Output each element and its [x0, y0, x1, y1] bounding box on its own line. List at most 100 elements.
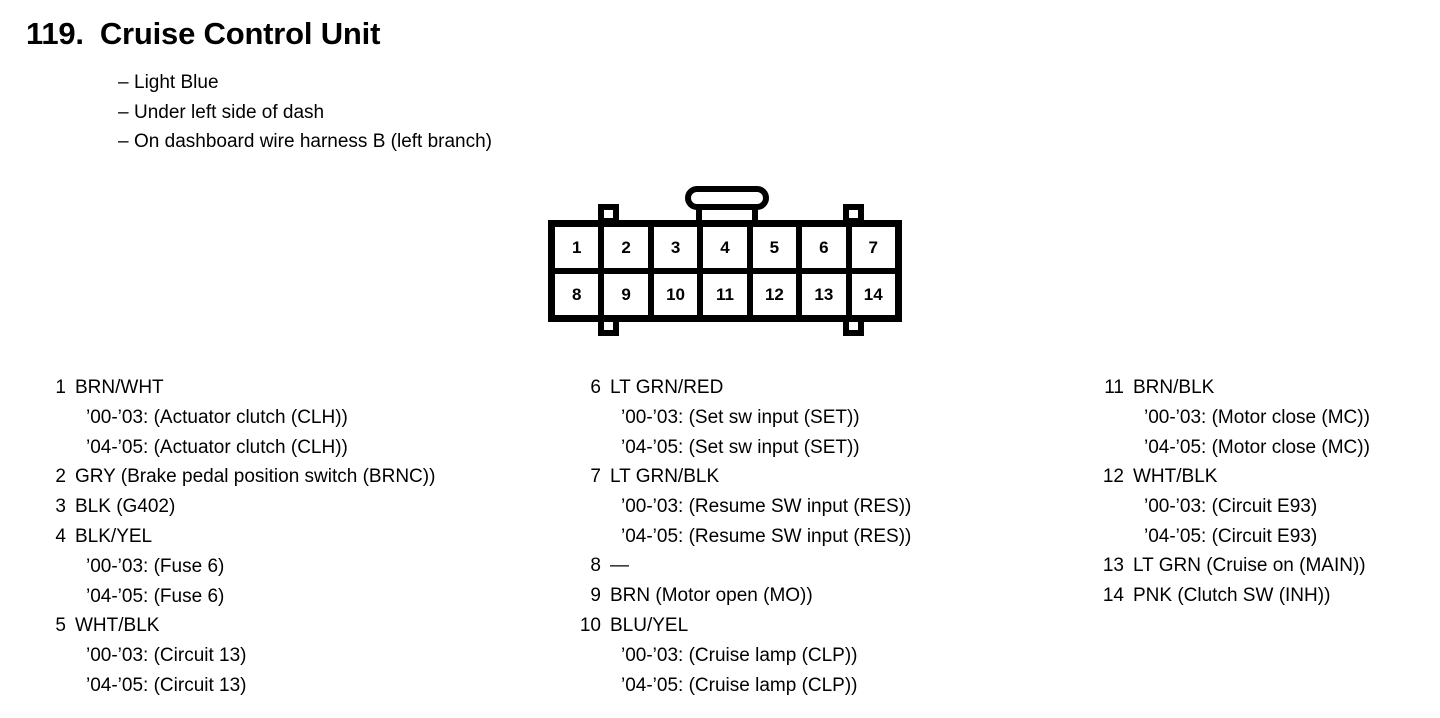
subtitle-dash: – [118, 101, 129, 123]
subtitle-item: –Light Blue [118, 68, 492, 98]
pin-number: 9 [590, 585, 601, 606]
connector-pin-9: 9 [604, 274, 654, 315]
pin-head: 7 LT GRN/BLK [575, 462, 1075, 492]
connector-pin-1: 1 [555, 227, 605, 268]
pin-number: 4 [55, 526, 66, 547]
connector-pin-10: 10 [653, 274, 704, 315]
pin-number: 6 [590, 377, 601, 398]
pin-head: 11 BRN/BLK [1098, 373, 1438, 403]
pin-subline: ’00-’03: (Actuator clutch (CLH)) [86, 407, 348, 428]
pin-subline: ’00-’03: (Circuit E93) [1144, 496, 1318, 517]
pin-label: BRN/WHT [75, 377, 164, 398]
connector-pin-14: 14 [851, 274, 895, 315]
pin-list-column-3: 11 BRN/BLK ’00-’03: (Motor close (MC)) ’04-… [1098, 373, 1438, 611]
pin-head: 13 LT GRN (Cruise on (MAIN)) [1098, 551, 1438, 581]
pin-head: 1 BRN/WHT [40, 373, 560, 403]
pin-entry-12: 12 WHT/BLK ’00-’03: (Circuit E93) ’04-’05: … [1098, 462, 1438, 551]
connector-pin-12: 12 [752, 274, 803, 315]
pin-label: WHT/BLK [75, 615, 160, 636]
pin-label: LT GRN/RED [610, 377, 724, 398]
pin-label: PNK (Clutch SW (INH)) [1133, 585, 1331, 606]
pin-head: 14 PNK (Clutch SW (INH)) [1098, 581, 1438, 611]
connector-pin-11: 11 [703, 274, 753, 315]
pin-list-column-1: 1 BRN/WHT ’00-’03: (Actuator clutch (CLH))… [40, 373, 560, 700]
subtitle-text: On dashboard wire harness B (left branch… [134, 131, 493, 152]
pin-entry-3: 3 BLK (G402) [40, 492, 560, 522]
pin-number: 1 [55, 377, 66, 398]
connector-latch-icon [685, 186, 769, 226]
pin-subline: ’00-’03: (Circuit 13) [86, 645, 247, 666]
pin-entry-6: 6 LT GRN/RED ’00-’03: (Set sw input (SET))… [575, 373, 1075, 462]
subtitle-dash: – [118, 72, 129, 93]
pin-number: 7 [590, 466, 601, 487]
page-title-number: 119. [26, 16, 84, 51]
pin-entry-14: 14 PNK (Clutch SW (INH)) [1098, 581, 1438, 611]
subtitle-item: –Under left side of dash [118, 98, 492, 128]
pin-subline: ’04-’05: (Resume SW input (RES)) [621, 525, 912, 547]
subtitle-text: Under left side of dash [134, 101, 325, 123]
pin-subline: ’00-’03: (Motor close (MC)) [1144, 407, 1370, 428]
pin-entry-7: 7 LT GRN/BLK ’00-’03: (Resume SW input (RE… [575, 462, 1075, 551]
pin-head: 9 BRN (Motor open (MO)) [575, 581, 1075, 611]
pin-entry-4: 4 BLK/YEL ’00-’03: (Fuse 6) ’04-’05: (Fuse … [40, 522, 560, 611]
pin-subline: ’00-’03: (Fuse 6) [86, 556, 225, 577]
pin-number: 5 [55, 615, 66, 636]
connector-pin-7: 7 [851, 227, 895, 268]
pin-entry-8: 8— [575, 551, 1075, 581]
pin-subline: ’04-’05: (Actuator clutch (CLH)) [86, 436, 348, 458]
pin-number: 13 [1102, 555, 1124, 576]
pin-label: BLK (G402) [75, 496, 176, 517]
pin-entry-9: 9 BRN (Motor open (MO)) [575, 581, 1075, 611]
pin-label: LT GRN (Cruise on (MAIN)) [1133, 555, 1366, 576]
page-title-text: Cruise Control Unit [99, 16, 381, 51]
connector-pin-13: 13 [802, 274, 852, 315]
pin-number: 12 [1102, 466, 1124, 487]
pin-subline: ’04-’05: (Circuit E93) [1144, 525, 1318, 547]
connector-pin-6: 6 [802, 227, 852, 268]
pin-head: 3 BLK (G402) [40, 492, 560, 522]
connector-pin-8: 8 [555, 274, 605, 315]
pin-entry-13: 13 LT GRN (Cruise on (MAIN)) [1098, 551, 1438, 581]
pin-number: 11 [1104, 377, 1124, 398]
pin-entry-11: 11 BRN/BLK ’00-’03: (Motor close (MC)) ’04-… [1098, 373, 1438, 462]
pin-head: 4 BLK/YEL [40, 522, 560, 552]
subtitle-text: Light Blue [134, 72, 219, 93]
subtitle-item: –On dashboard wire harness B (left branc… [118, 127, 492, 157]
pin-subline: ’04-’05: (Cruise lamp (CLP)) [621, 674, 858, 696]
pin-subline: ’04-’05: (Fuse 6) [86, 585, 225, 607]
pin-list-column-2: 6 LT GRN/RED ’00-’03: (Set sw input (SET))… [575, 373, 1075, 700]
pin-label: BLK/YEL [75, 526, 153, 547]
pin-number: 3 [55, 496, 66, 517]
pin-label: — [610, 555, 629, 576]
latch-stem-right [752, 204, 758, 226]
pin-label: LT GRN/BLK [610, 466, 720, 487]
pin-number: 14 [1102, 585, 1124, 606]
pin-head: 12 WHT/BLK [1098, 462, 1438, 492]
pin-label: GRY (Brake pedal position switch (BRNC)) [75, 466, 436, 487]
pin-label: BRN/BLK [1133, 377, 1215, 398]
pin-number: 8 [590, 555, 601, 576]
connector-pin-3: 3 [653, 227, 704, 268]
latch-stem-left [696, 204, 702, 226]
connector-pin-4: 4 [703, 227, 753, 268]
pin-subline: ’00-’03: (Resume SW input (RES)) [621, 496, 912, 517]
pin-label: WHT/BLK [1133, 466, 1218, 487]
pin-subline: ’04-’05: (Motor close (MC)) [1144, 436, 1370, 458]
page-title: 119. Cruise Control Unit [26, 16, 380, 52]
pin-subline: ’00-’03: (Set sw input (SET)) [621, 407, 860, 428]
pin-subline: ’04-’05: (Set sw input (SET)) [621, 436, 860, 458]
connector-pin-2: 2 [604, 227, 654, 268]
pin-label: BLU/YEL [610, 615, 689, 636]
pin-label: BRN (Motor open (MO)) [610, 585, 813, 606]
connector-pin-5: 5 [752, 227, 803, 268]
pin-head: 6 LT GRN/RED [575, 373, 1075, 403]
pin-subline: ’00-’03: (Cruise lamp (CLP)) [621, 645, 858, 666]
